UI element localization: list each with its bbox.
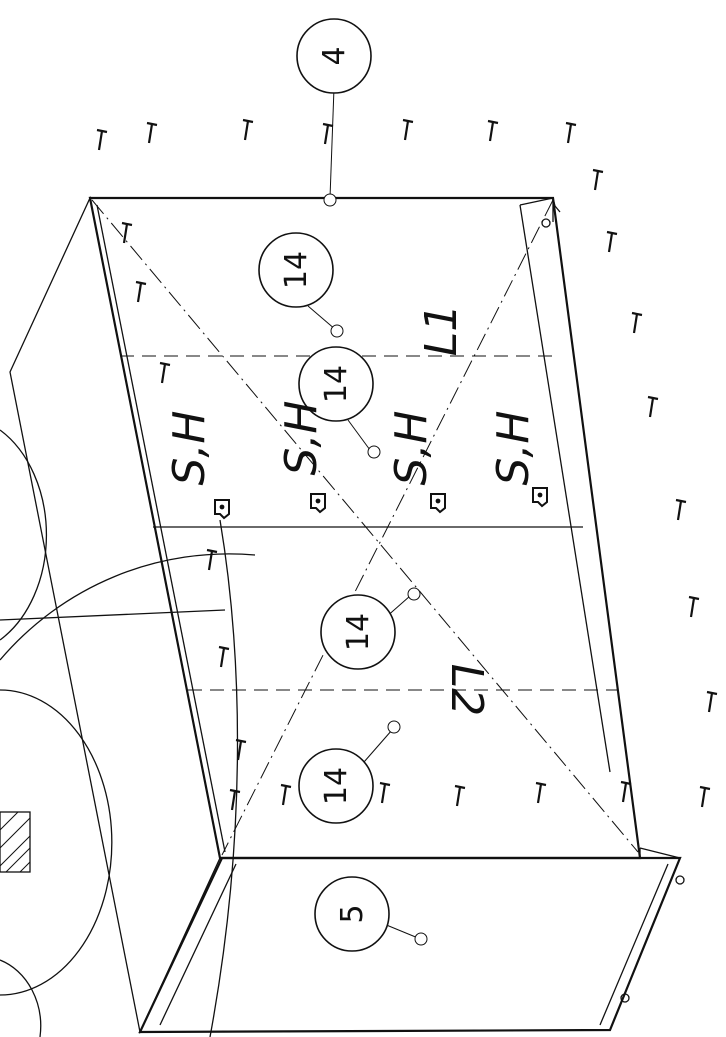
callout-14-d: 14 bbox=[298, 720, 401, 824]
nail-icon bbox=[96, 128, 108, 151]
panel-label-l2: L2 bbox=[441, 664, 492, 717]
front-panel-inner-left bbox=[159, 863, 237, 1026]
nail-icon bbox=[688, 595, 700, 618]
nail-icon bbox=[699, 785, 711, 808]
front-panel-tab-edge bbox=[639, 847, 681, 859]
callout-5-label: 5 bbox=[335, 904, 370, 923]
panel-label-l1: L1 bbox=[416, 304, 467, 357]
nail-icon bbox=[235, 738, 247, 761]
corner-screw-right bbox=[675, 875, 685, 885]
corner-detail-top bbox=[552, 197, 561, 213]
callout-14-c-label: 14 bbox=[341, 613, 376, 651]
diagonal-line-1 bbox=[91, 199, 639, 853]
main-top-panel bbox=[88, 196, 642, 860]
main-panel-inner-edge bbox=[96, 204, 226, 853]
callout-5: 5 bbox=[314, 876, 428, 952]
left-panel-edge bbox=[0, 609, 226, 621]
callout-14-b-label: 14 bbox=[319, 365, 354, 403]
bracket-icon bbox=[214, 499, 230, 520]
bracket-group bbox=[214, 487, 548, 520]
nail-icon bbox=[675, 498, 687, 521]
callout-4-label: 4 bbox=[317, 46, 352, 65]
panel-label-sh-3: S,H bbox=[386, 410, 437, 485]
background-arc-2 bbox=[0, 553, 256, 661]
background-arc-1 bbox=[0, 429, 48, 641]
nail-icon bbox=[487, 119, 499, 142]
panel-label-sh-4: S,H bbox=[488, 410, 539, 485]
nail-icon bbox=[242, 118, 254, 141]
nail-icon bbox=[631, 311, 643, 334]
nail-icon bbox=[218, 645, 230, 668]
nail-icon bbox=[159, 361, 171, 384]
nail-icon bbox=[280, 783, 292, 806]
nail-icon bbox=[706, 690, 718, 713]
bracket-icon bbox=[310, 493, 326, 514]
panel-label-sh-2: S,H bbox=[276, 400, 327, 475]
nail-icon bbox=[592, 168, 604, 191]
panel-label-sh-1: S,H bbox=[164, 410, 215, 485]
nail-icon bbox=[565, 121, 577, 144]
callout-14-a-label: 14 bbox=[279, 251, 314, 289]
bracket-icon bbox=[532, 487, 548, 508]
background-arc-4 bbox=[0, 959, 42, 1037]
bracket-icon bbox=[430, 493, 446, 514]
nail-icon bbox=[121, 221, 133, 244]
nail-icon bbox=[535, 781, 547, 804]
nail-icon bbox=[379, 781, 391, 804]
callout-14-c: 14 bbox=[320, 587, 421, 670]
nail-icon bbox=[647, 395, 659, 418]
corner-screw-bottom bbox=[620, 993, 630, 1003]
main-panel-corner bbox=[519, 197, 554, 206]
main-panel-right-inner bbox=[519, 204, 611, 773]
callout-14-a: 14 bbox=[258, 232, 344, 338]
nail-group bbox=[96, 118, 718, 811]
front-panel bbox=[138, 856, 682, 1034]
nail-icon bbox=[229, 788, 241, 811]
nail-icon bbox=[322, 122, 334, 145]
diagonal-line-2 bbox=[221, 199, 554, 856]
front-panel-inner-right bbox=[599, 863, 669, 1026]
callout-4: 4 bbox=[296, 18, 372, 207]
hatched-block bbox=[0, 811, 31, 873]
callout-14-d-label: 14 bbox=[319, 767, 354, 805]
background-arc-5 bbox=[209, 519, 239, 1037]
nail-icon bbox=[454, 784, 466, 807]
callout-14-b: 14 bbox=[298, 346, 381, 459]
background-arc-3 bbox=[0, 689, 113, 996]
nail-icon bbox=[606, 230, 618, 253]
nail-icon bbox=[402, 118, 414, 141]
nail-icon bbox=[206, 548, 218, 571]
nail-icon bbox=[620, 780, 632, 803]
nail-icon bbox=[135, 280, 147, 303]
nail-icon bbox=[146, 121, 158, 144]
corner-screw-top bbox=[541, 218, 551, 228]
